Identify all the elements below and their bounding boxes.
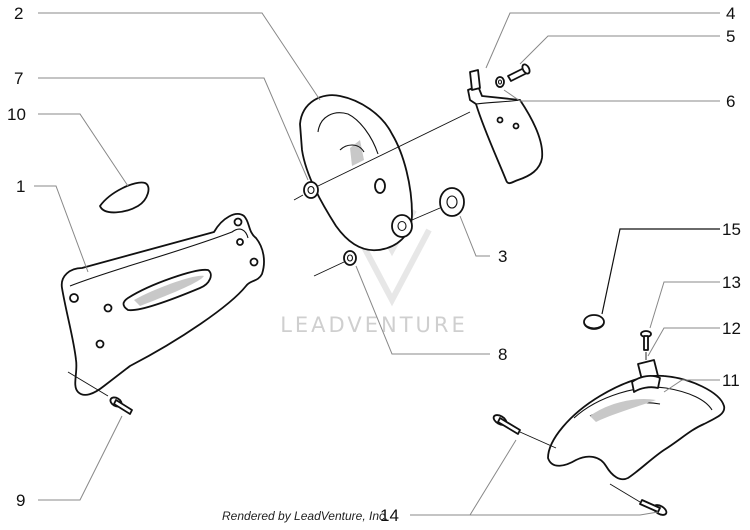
part-7-nut <box>293 181 319 201</box>
callout-2: 2 <box>14 4 23 23</box>
callout-1: 1 <box>16 177 25 196</box>
part-6-mount-bracket <box>467 69 544 185</box>
leader-lines <box>34 12 720 516</box>
footer-credit: Rendered by LeadVenture, Inc. <box>222 509 388 523</box>
part-9-screw <box>109 396 133 415</box>
part-13-screw <box>640 330 652 351</box>
watermark-text: LEADVENTURE <box>280 313 468 337</box>
callout-labels: 2 7 10 1 9 4 5 6 3 8 15 13 12 11 14 <box>7 4 741 525</box>
part-3-bushing <box>391 187 465 238</box>
part-11-cover <box>547 374 726 481</box>
part-1-bracket <box>60 213 265 397</box>
callout-4: 4 <box>726 4 735 23</box>
callout-6: 6 <box>726 92 735 111</box>
callout-9: 9 <box>16 491 25 510</box>
callout-13: 13 <box>722 273 741 292</box>
callout-12: 12 <box>722 319 741 338</box>
part-5-screw <box>507 63 531 82</box>
callout-7: 7 <box>14 69 23 88</box>
callout-14: 14 <box>380 506 399 525</box>
callout-15: 15 <box>722 220 741 239</box>
watermark: LEADVENTURE <box>280 208 468 337</box>
part-12-clip <box>637 352 659 381</box>
callout-3: 3 <box>498 247 507 266</box>
part-2-guard <box>299 94 413 252</box>
part-8-washer <box>313 250 357 277</box>
part-15-cap <box>583 314 605 330</box>
callout-10: 10 <box>7 105 26 124</box>
part-10-pad <box>99 181 150 214</box>
assembly-axis <box>317 111 471 187</box>
callout-11: 11 <box>722 371 740 390</box>
callout-5: 5 <box>726 27 735 46</box>
part-4-nut <box>495 76 505 88</box>
part-14-screws <box>492 414 668 516</box>
callout-8: 8 <box>498 345 507 364</box>
